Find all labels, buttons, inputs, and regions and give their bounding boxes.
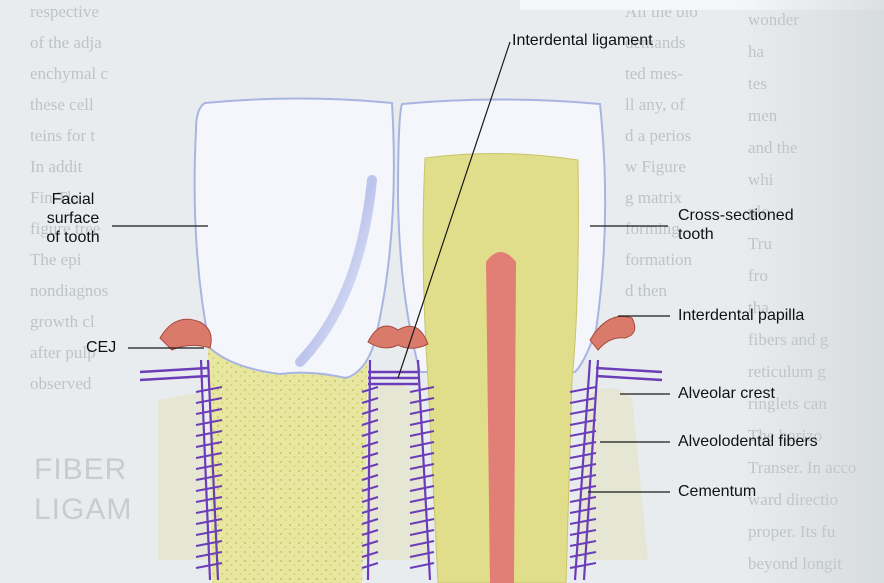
right-tooth-pulp	[486, 252, 516, 583]
transseptal-fiber-4	[140, 368, 208, 372]
label-cross-line1: Cross-sectioned	[678, 206, 794, 225]
left-tooth-root-stipple	[208, 348, 368, 583]
transseptal-fiber-7	[596, 376, 662, 380]
label-alveolodental-fibers: Alveolodental fibers	[678, 432, 818, 451]
label-facial-line3: of tooth	[38, 228, 108, 247]
fiber-hatch	[570, 563, 596, 568]
label-cross-line2: tooth	[678, 225, 794, 244]
label-interdental-ligament: Interdental ligament	[512, 31, 653, 50]
cross-sectioned-tooth	[398, 100, 605, 583]
label-cementum: Cementum	[678, 482, 756, 501]
label-cej: CEJ	[86, 338, 116, 357]
transseptal-fiber-5	[140, 376, 208, 380]
label-interdental-papilla: Interdental papilla	[678, 306, 804, 325]
label-cross-sectioned-tooth: Cross-sectioned tooth	[678, 206, 794, 244]
label-facial-line2: surface	[38, 209, 108, 228]
papilla-left	[160, 319, 211, 350]
papilla-middle	[368, 326, 428, 348]
fiber-hatch	[570, 387, 596, 392]
label-facial-surface: Facial surface of tooth	[38, 190, 108, 247]
fiber-hatch	[362, 563, 378, 568]
label-facial-line1: Facial	[38, 190, 108, 209]
transseptal-fiber-6	[596, 368, 662, 372]
label-alveolar-crest: Alveolar crest	[678, 384, 775, 403]
